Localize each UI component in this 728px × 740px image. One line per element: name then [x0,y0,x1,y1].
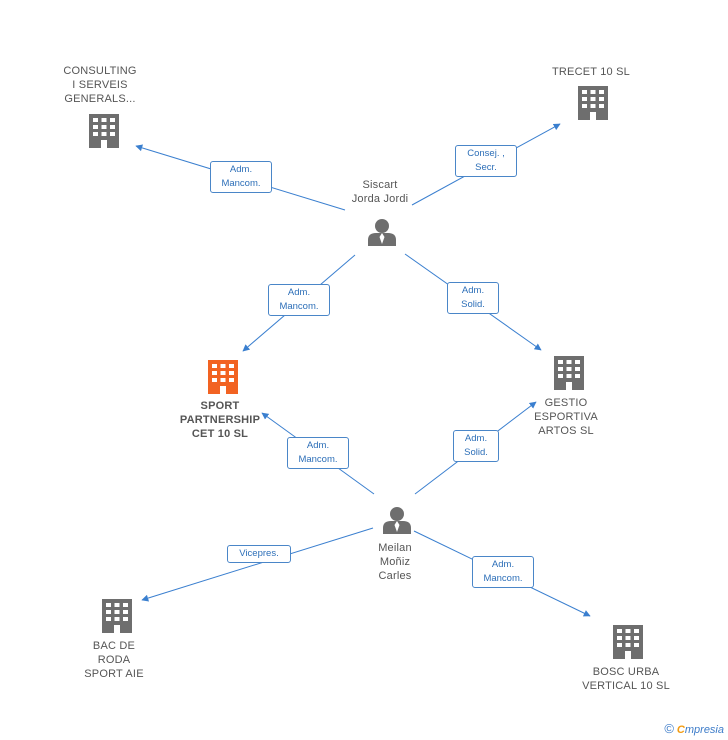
brand-initial: C [676,724,685,736]
person-icon[interactable] [368,219,396,246]
node-label-siscart[interactable]: Siscart Jorda Jordi [351,179,409,205]
node-label-sport[interactable]: SPORT PARTNERSHIP CET 10 SL [179,400,261,440]
node-label-gestio[interactable]: GESTIO ESPORTIVA ARTOS SL [534,397,598,437]
building-icon[interactable] [613,625,643,659]
edge-label-siscart-gestio[interactable]: Adm. Solid. [447,282,499,314]
building-icon[interactable] [554,356,584,390]
node-label-consulting[interactable]: CONSULTING I SERVEIS GENERALS... [63,65,137,105]
edge-label-meilan-sport[interactable]: Adm. Mancom. [287,437,349,469]
building-icon[interactable] [578,86,608,120]
node-label-bac[interactable]: BAC DE RODA SPORT AIE [84,640,144,680]
person-icon[interactable] [383,507,411,534]
edge-meilan-bac [141,527,374,602]
building-icon[interactable] [102,599,132,633]
edge-label-siscart-consulting[interactable]: Adm. Mancom. [210,161,272,193]
copyright-symbol: © [664,721,674,736]
icons-layer [89,86,643,659]
edge-label-meilan-bosc[interactable]: Adm. Mancom. [472,556,534,588]
edge-label-siscart-sport[interactable]: Adm. Mancom. [268,284,330,316]
building-icon[interactable] [89,114,119,148]
edge-label-siscart-trecet[interactable]: Consej. , Secr. [455,145,517,177]
brand-name: mpresia [684,724,724,736]
edge-label-meilan-gestio[interactable]: Adm. Solid. [453,430,499,462]
node-label-meilan[interactable]: Meilan Moñiz Carles [378,542,412,582]
node-label-trecet[interactable]: TRECET 10 SL [551,66,630,78]
edge-label-meilan-bac[interactable]: Vicepres. [227,545,291,563]
node-label-bosc[interactable]: BOSC URBA VERTICAL 10 SL [582,666,670,692]
footer-watermark: ©Cmpresia [664,721,724,736]
building-icon[interactable] [208,360,238,394]
